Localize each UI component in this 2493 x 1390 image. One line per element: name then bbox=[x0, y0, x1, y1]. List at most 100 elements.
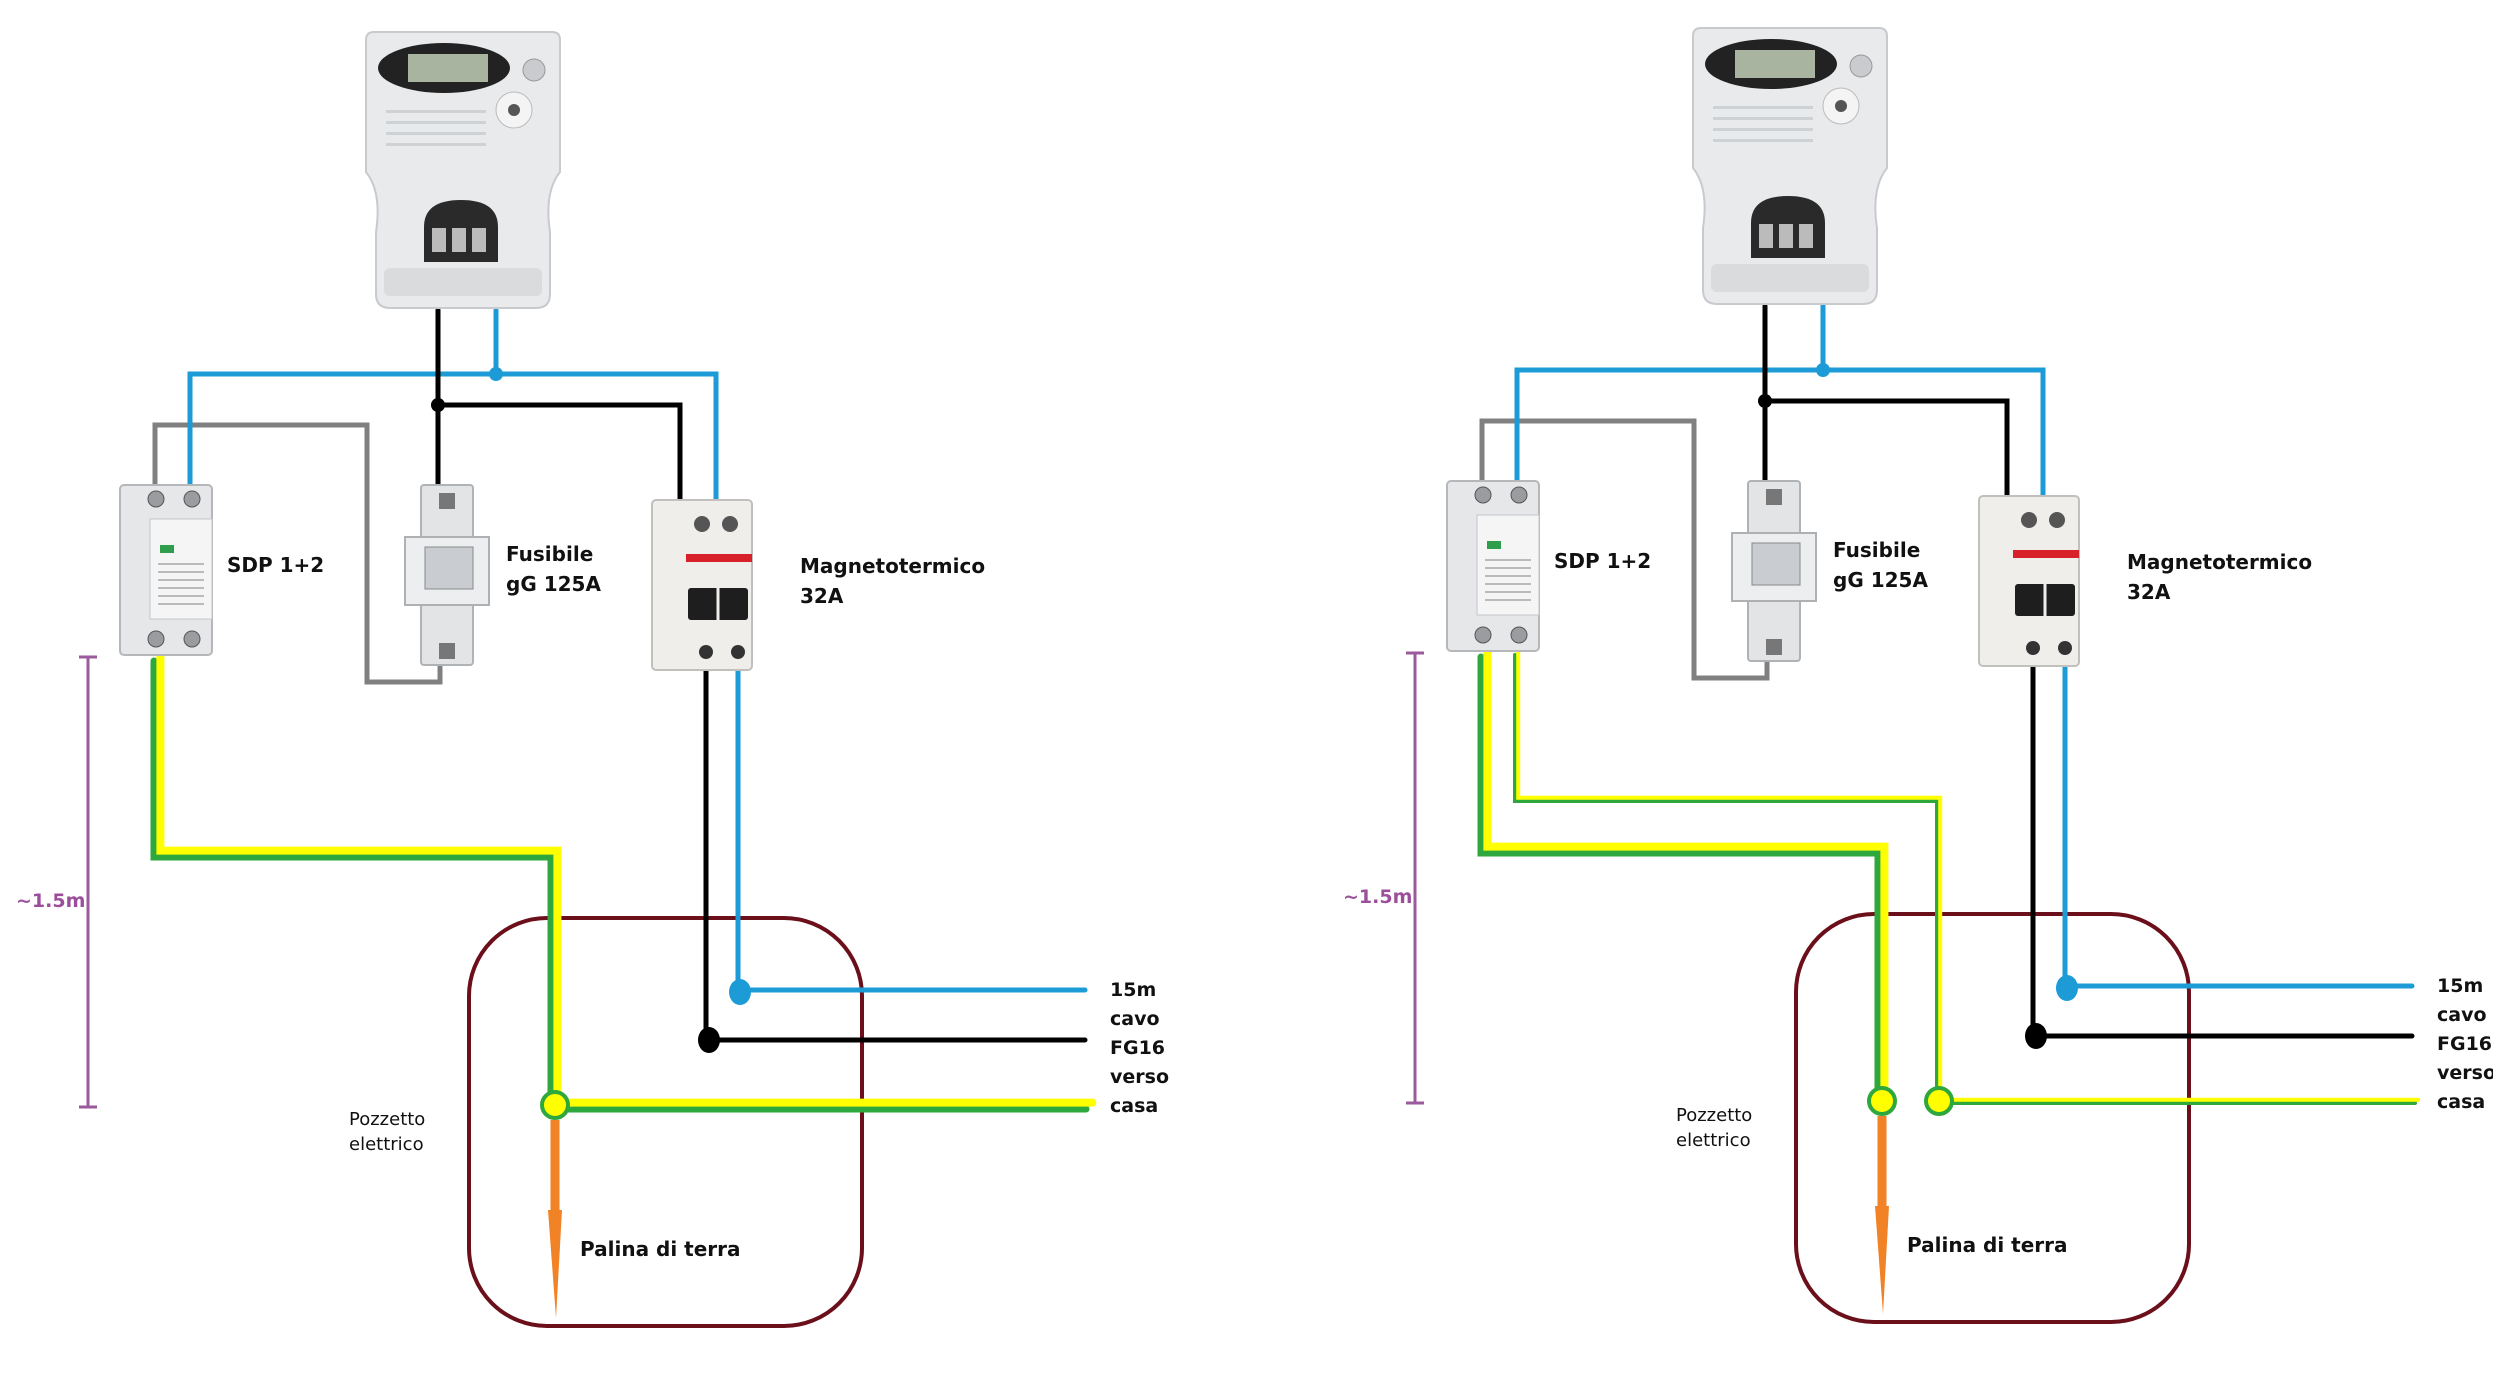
mcb-body bbox=[651, 499, 753, 671]
neutral-wire-out bbox=[735, 647, 1088, 993]
mcb-brand-strip bbox=[686, 554, 752, 562]
fuse-holder bbox=[1731, 480, 1817, 662]
meter-nameplate-line bbox=[386, 121, 486, 124]
fuse-holder bbox=[404, 484, 490, 666]
spd-label-line bbox=[158, 571, 204, 573]
spd-terminal-screw bbox=[147, 630, 165, 648]
fuse-terminal-bottom bbox=[439, 643, 455, 659]
earth-wire-spd-pe bbox=[1513, 649, 2421, 1105]
rod-label: Palina di terra bbox=[1907, 1233, 2068, 1257]
spd-label-line bbox=[1485, 583, 1531, 585]
meter-nameplate-line bbox=[386, 143, 486, 146]
earth-rod-node bbox=[1867, 1086, 1897, 1116]
mcb-terminal-hole bbox=[694, 516, 710, 532]
fuse-label-line1: Fusibile bbox=[506, 542, 593, 566]
neutral-splice-node bbox=[2056, 975, 2078, 1001]
mcb-terminal-out bbox=[2026, 641, 2040, 655]
spd-label-line bbox=[158, 563, 204, 565]
neutral-bus-wire bbox=[1514, 367, 2046, 504]
spd-label: SDP 1+2 bbox=[1554, 549, 1651, 573]
earth-rod-node bbox=[540, 1090, 570, 1120]
neutral-wire-out bbox=[2062, 643, 2415, 989]
phase-splice-node bbox=[2025, 1023, 2047, 1049]
spd-label-line bbox=[1485, 599, 1531, 601]
earth-splice-node bbox=[1924, 1086, 1954, 1116]
phase-wire-out bbox=[703, 647, 1088, 1043]
earth-wire-spd-green bbox=[1477, 653, 1882, 1109]
phase-wire-out bbox=[2030, 643, 2415, 1039]
meter-terminal bbox=[472, 228, 486, 252]
spd-label-line bbox=[1485, 559, 1531, 561]
spd-label-line bbox=[1485, 567, 1531, 569]
earth-wire-spd-yellow bbox=[156, 650, 562, 1107]
meter-nameplate-line bbox=[386, 132, 486, 135]
spd-label-line bbox=[158, 603, 204, 605]
meter-terminal bbox=[452, 228, 466, 252]
phase-junction-node bbox=[431, 398, 445, 412]
cable-label-line: cavo bbox=[2437, 1004, 2487, 1026]
bridge-wire-gray bbox=[1479, 418, 1770, 681]
meter-nameplate-line bbox=[386, 110, 486, 113]
meter-nameplate-line bbox=[1713, 128, 1813, 131]
pit-label-line2: elettrico bbox=[349, 1134, 424, 1155]
earth-wire-spd-pe-green bbox=[1513, 653, 2417, 1105]
earth-rod-tip bbox=[1875, 1206, 1889, 1314]
earth-wire-spd bbox=[1477, 646, 1889, 1109]
meter-button bbox=[1849, 54, 1873, 78]
spd-label-line bbox=[1485, 575, 1531, 577]
meter-terminal bbox=[1799, 224, 1813, 248]
neutral-bus-wire bbox=[187, 371, 719, 508]
phase-wire-to-mcb bbox=[1762, 398, 2010, 504]
cable-label-line: 15m bbox=[1110, 979, 1156, 1001]
mcb-label-line1: Magnetotermico bbox=[2127, 550, 2312, 574]
bridge-wire-gray bbox=[152, 422, 443, 685]
spd-label: SDP 1+2 bbox=[227, 553, 324, 577]
cable-label-line: verso bbox=[1110, 1066, 1169, 1088]
earth-wire-spd-yellow bbox=[1483, 646, 1889, 1103]
meter-display bbox=[1735, 50, 1815, 78]
fuse-window bbox=[1751, 542, 1801, 586]
spd-terminal-screw bbox=[147, 490, 165, 508]
mcb-terminal-hole bbox=[2021, 512, 2037, 528]
pit-label-line2: elettrico bbox=[1676, 1130, 1751, 1151]
earth-wire-house bbox=[547, 1098, 1097, 1113]
meter-nameplate-line bbox=[1713, 139, 1813, 142]
mcb-label-line1: Magnetotermico bbox=[800, 554, 985, 578]
earth-pit-outline bbox=[1794, 912, 2191, 1324]
rod-label: Palina di terra bbox=[580, 1237, 741, 1261]
meter-cover bbox=[384, 268, 542, 296]
cable-label-line: casa bbox=[2437, 1091, 2485, 1113]
neutral-junction-node bbox=[489, 367, 503, 381]
fuse-terminal-top bbox=[1766, 489, 1782, 505]
cable-label-line: FG16 bbox=[2437, 1033, 2492, 1055]
circuit-breaker-mcb bbox=[651, 499, 753, 671]
cable-label-line: FG16 bbox=[1110, 1037, 1165, 1059]
dimension-label: ~1.5m bbox=[1343, 886, 1412, 908]
fuse-label-line2: gG 125A bbox=[506, 572, 601, 596]
meter-button bbox=[522, 58, 546, 82]
circuit-breaker-mcb bbox=[1978, 495, 2080, 667]
mcb-label-line2: 32A bbox=[800, 584, 844, 608]
spd-terminal-screw bbox=[183, 630, 201, 648]
cable-label-line: 15m bbox=[2437, 975, 2483, 997]
mcb-terminal-out bbox=[731, 645, 745, 659]
meter-terminal bbox=[1759, 224, 1773, 248]
earth-wire-spd-pe-yellow bbox=[1516, 649, 2421, 1102]
meter-nameplate-line bbox=[1713, 106, 1813, 109]
spd-label-line bbox=[158, 579, 204, 581]
spd-terminal-screw bbox=[1474, 626, 1492, 644]
cable-label-line: verso bbox=[2437, 1062, 2493, 1084]
mcb-body bbox=[1978, 495, 2080, 667]
fuse-label-line1: Fusibile bbox=[1833, 538, 1920, 562]
energy-meter bbox=[365, 31, 561, 309]
energy-meter bbox=[1692, 27, 1888, 305]
dimension-label: ~1.5m bbox=[16, 890, 85, 912]
pit-label-line1: Pozzetto bbox=[349, 1109, 425, 1130]
fuse-window bbox=[424, 546, 474, 590]
earth-wire-spd-green bbox=[150, 657, 555, 1113]
meter-terminal bbox=[1779, 224, 1793, 248]
meter-terminal bbox=[432, 228, 446, 252]
neutral-junction-node bbox=[1816, 363, 1830, 377]
phase-junction-node bbox=[1758, 394, 1772, 408]
